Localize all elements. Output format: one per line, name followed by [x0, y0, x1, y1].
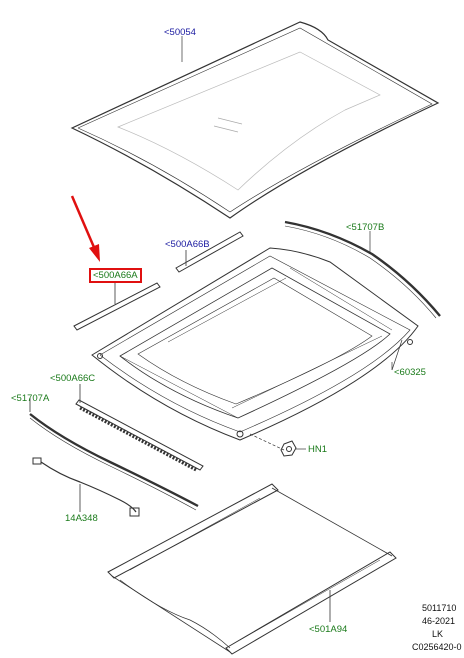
- wind-deflector[interactable]: [75, 384, 204, 472]
- side-trim-right[interactable]: [284, 220, 441, 319]
- callout-shade[interactable]: <501A94: [309, 624, 348, 635]
- glass-panel[interactable]: [70, 21, 440, 219]
- wiring-harness[interactable]: [32, 457, 140, 517]
- callout-nut[interactable]: HN1: [308, 444, 328, 455]
- stamp-line-2: 46-2021: [422, 616, 456, 626]
- callout-front-seal-highlighted[interactable]: <500A66A: [89, 268, 142, 283]
- stamp-line-4: C0256420-0: [412, 642, 462, 652]
- highlight-arrow: [70, 195, 100, 262]
- stamp-line-3: LK: [432, 629, 444, 639]
- callout-side-trim-left[interactable]: <51707A: [11, 393, 50, 404]
- front-seal[interactable]: [73, 282, 161, 331]
- callout-side-trim-right[interactable]: <51707B: [346, 222, 385, 233]
- stamp-line-1: 5011710: [422, 603, 457, 613]
- leader-lines: [181, 36, 393, 370]
- sunshade-assembly[interactable]: [107, 483, 397, 655]
- side-trim-left[interactable]: [29, 398, 199, 511]
- rear-seal[interactable]: [175, 231, 244, 273]
- callout-harness[interactable]: 14A348: [65, 513, 98, 524]
- sunroof-frame[interactable]: [91, 247, 419, 451]
- callout-glass-panel[interactable]: <50054: [164, 27, 196, 38]
- callout-frame[interactable]: <60325: [394, 367, 426, 378]
- callout-deflector[interactable]: <500A66C: [50, 373, 96, 384]
- callout-rear-seal[interactable]: <500A66B: [165, 239, 210, 250]
- hex-nut[interactable]: [280, 440, 306, 457]
